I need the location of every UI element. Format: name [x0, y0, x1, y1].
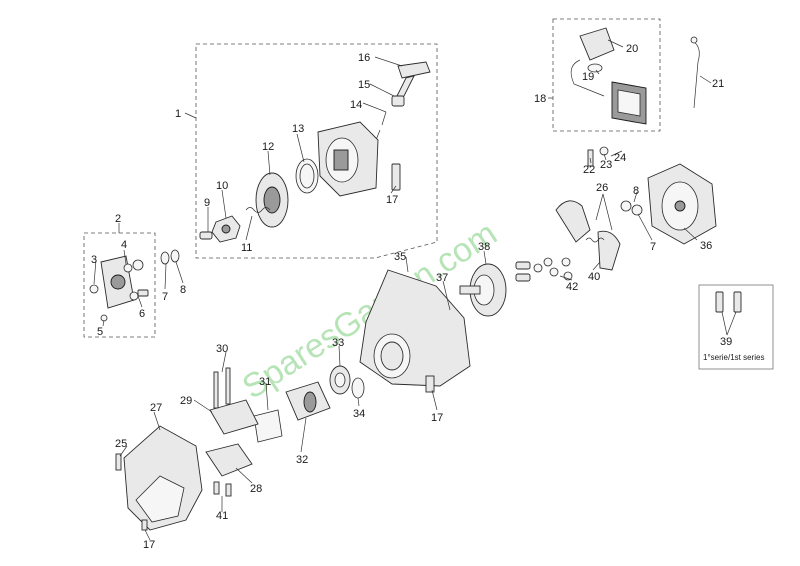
callout-7-right: 7: [650, 241, 656, 253]
group-box-series-note: [698, 284, 774, 370]
starter-nut: [211, 215, 241, 243]
callout-15: 15: [358, 79, 370, 91]
callout-39: 39: [720, 336, 732, 348]
clutch-drum: [459, 263, 507, 317]
clutch-shoes: [555, 200, 621, 271]
ignition-wire: [690, 36, 700, 109]
starter-pawl-spring: [245, 207, 271, 213]
callout-23: 23: [600, 159, 612, 171]
callout-17-housing: 17: [431, 412, 443, 424]
sleeve-32: [285, 381, 331, 421]
flywheel: [647, 163, 717, 245]
flywheel-nut-washer: [620, 200, 643, 216]
callout-20: 20: [626, 43, 638, 55]
ignition-screws: [587, 146, 609, 167]
callout-19: 19: [582, 71, 594, 83]
clamp-screws-41: [213, 481, 232, 497]
callout-3: 3: [91, 254, 97, 266]
callout-21: 21: [712, 78, 724, 90]
callout-9: 9: [204, 197, 210, 209]
clamp-28: [205, 443, 253, 477]
group-box-starter: [195, 43, 438, 259]
callout-32: 32: [296, 454, 308, 466]
callout-17-starter: 17: [386, 194, 398, 206]
callout-11: 11: [241, 242, 252, 254]
bearing-33: [329, 365, 351, 395]
callout-17-bottom: 17: [143, 539, 155, 551]
callout-labels: 1 2 3 4 5 6 7 8 9 10 11 12 13 14 15 16 1…: [91, 43, 732, 551]
callout-31: 31: [259, 376, 271, 388]
group-box-carburettor: [83, 232, 156, 338]
bushing-31: [253, 409, 283, 443]
callout-37: 37: [436, 272, 448, 284]
watermark-text: SparesGarden.com: [236, 214, 504, 406]
series-note-text: 1°serie/1st series: [703, 353, 764, 362]
callout-14: 14: [350, 99, 362, 111]
ignition-coil: [570, 27, 647, 125]
starter-screw: [199, 231, 213, 240]
callout-41: 41: [216, 510, 228, 522]
leader-lines: [93, 39, 737, 541]
carburettor-small-parts: [89, 259, 149, 322]
starter-pulley: [255, 172, 289, 228]
starter-housing-screw: [391, 163, 401, 191]
clutch-housing: [359, 269, 471, 393]
callout-18: 18: [534, 93, 546, 105]
callout-16: 16: [358, 52, 370, 64]
callout-25: 25: [115, 438, 127, 450]
ignition-cap: [587, 63, 603, 73]
group-box-ignition: [552, 18, 661, 132]
callout-33: 33: [332, 337, 344, 349]
callout-24: 24: [614, 152, 626, 164]
guard-screw-25: [115, 453, 122, 471]
callout-5: 5: [97, 326, 103, 338]
callout-10: 10: [216, 180, 228, 192]
clamp-29: [209, 367, 259, 435]
callout-2: 2: [115, 213, 121, 225]
starter-spring: [295, 158, 319, 194]
callout-13: 13: [292, 123, 304, 135]
guard-screw-17-bottom: [141, 519, 148, 531]
callout-36: 36: [700, 240, 712, 252]
callout-1: 1: [175, 108, 181, 120]
callout-8-right: 8: [633, 185, 639, 197]
callout-30: 30: [216, 343, 228, 355]
callout-29: 29: [180, 395, 192, 407]
callout-28: 28: [250, 483, 262, 495]
callout-40: 40: [588, 271, 600, 283]
guard-27: [123, 425, 203, 531]
callout-8-left: 8: [180, 284, 186, 296]
starter-housing: [317, 121, 379, 197]
starter-handle: [395, 61, 431, 99]
callout-22: 22: [583, 164, 595, 176]
callout-38: 38: [478, 241, 490, 253]
callout-34: 34: [353, 408, 365, 420]
callout-27: 27: [150, 402, 162, 414]
series-bolts-39: [715, 291, 742, 313]
washer-pair-left: [160, 249, 180, 265]
callout-7-left: 7: [162, 291, 168, 303]
callout-4: 4: [121, 239, 127, 251]
starter-rope-guide: [373, 95, 405, 146]
callout-6: 6: [139, 308, 145, 320]
callout-26: 26: [596, 182, 608, 194]
clutch-bolts: [515, 257, 573, 282]
callout-42: 42: [566, 281, 578, 293]
callout-35: 35: [394, 251, 406, 263]
circlip-34: [351, 377, 365, 399]
callout-12: 12: [262, 141, 274, 153]
